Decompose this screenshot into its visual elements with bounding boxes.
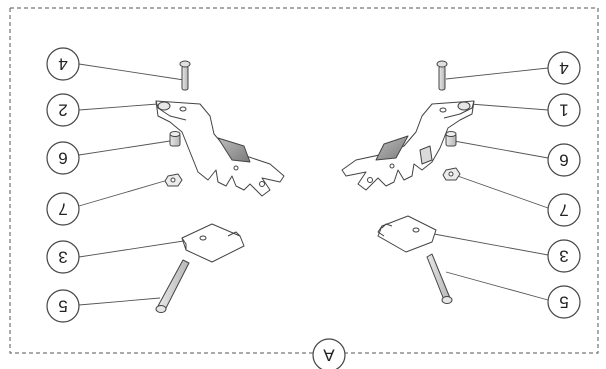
rod-right	[426, 253, 453, 304]
plate-left	[181, 223, 245, 263]
left-callouts: 4 2 6 7 3 5	[46, 47, 80, 323]
svg-text:3: 3	[58, 248, 67, 267]
callout-right-2: 1	[547, 93, 581, 127]
spacer-right	[445, 131, 457, 147]
left-parts	[155, 60, 285, 313]
dashed-frame	[9, 7, 599, 354]
callout-right-4: 7	[547, 193, 581, 227]
callout-left-1: 4	[46, 47, 80, 81]
right-parts	[341, 60, 475, 304]
panel-label-badge: A	[312, 338, 346, 369]
screw-right	[436, 60, 448, 91]
callout-left-2: 2	[46, 93, 80, 127]
callout-left-6: 5	[46, 289, 80, 323]
callout-right-5: 3	[547, 239, 581, 273]
right-leader-lines	[433, 67, 549, 301]
left-leader-lines	[78, 63, 191, 306]
svg-text:6: 6	[58, 149, 67, 168]
svg-text:5: 5	[559, 293, 568, 312]
plate-right	[377, 215, 437, 253]
panel-label: A	[323, 346, 335, 365]
spacer-left	[169, 131, 181, 147]
callout-right-1: 4	[547, 51, 581, 85]
svg-text:5: 5	[58, 297, 67, 316]
svg-text:7: 7	[58, 200, 67, 219]
right-callouts: 4 1 6 7 3 5	[547, 51, 581, 319]
callout-right-6: 5	[547, 285, 581, 319]
screw-left	[179, 60, 191, 91]
svg-text:3: 3	[559, 247, 568, 266]
svg-text:1: 1	[559, 101, 568, 120]
bracket-right	[341, 100, 475, 191]
svg-text:6: 6	[559, 151, 568, 170]
svg-text:4: 4	[58, 55, 67, 74]
nut-left	[164, 173, 183, 187]
svg-text:7: 7	[559, 201, 568, 220]
callout-left-3: 6	[46, 141, 80, 175]
callout-left-5: 3	[46, 240, 80, 274]
callout-right-3: 6	[547, 143, 581, 177]
svg-text:2: 2	[58, 101, 67, 120]
nut-right	[442, 167, 461, 181]
bracket-left	[155, 100, 285, 197]
svg-text:4: 4	[559, 59, 568, 78]
callout-left-4: 7	[46, 192, 80, 226]
rod-left	[155, 259, 190, 313]
